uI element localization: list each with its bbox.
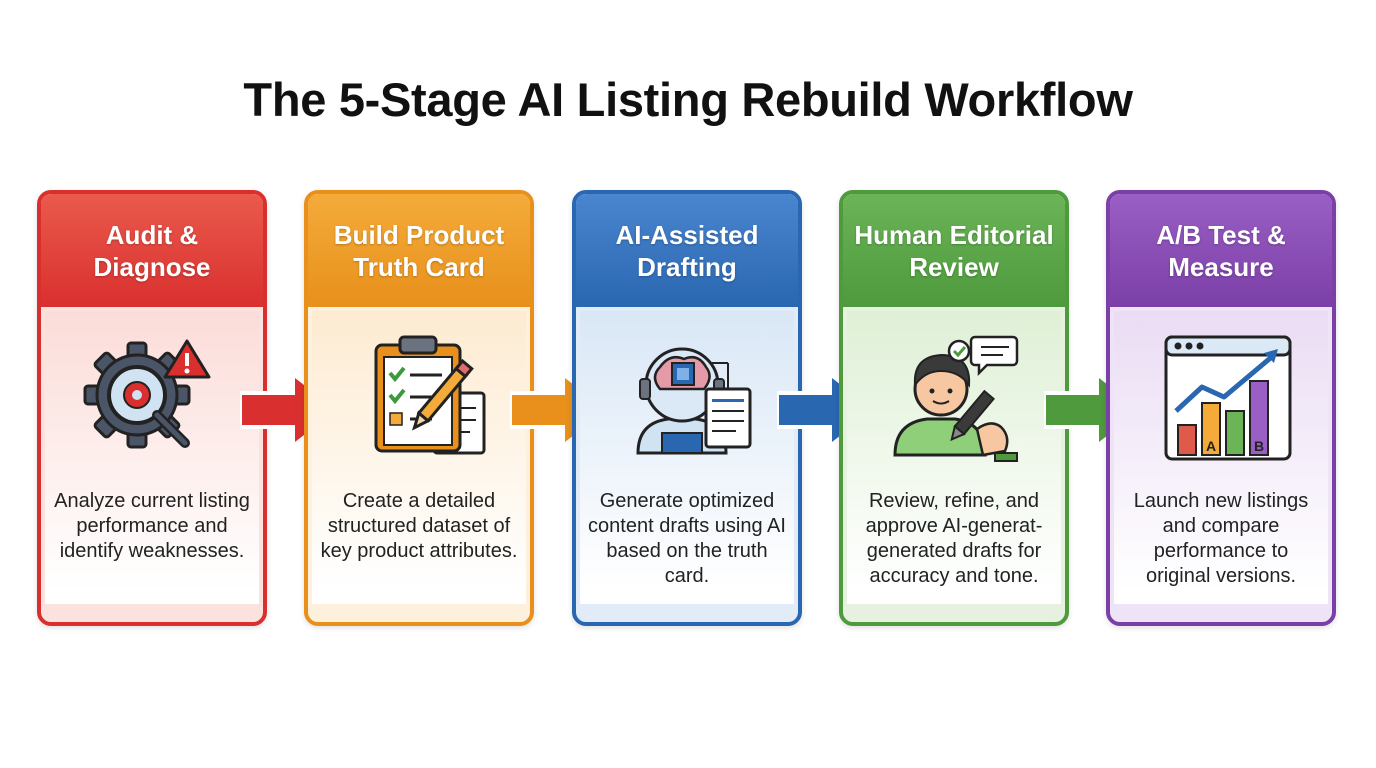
gear-magnifier-warning-icon [83,339,211,449]
stage-body: Create a detailed structured dataset of … [312,311,526,604]
person-pen-review-icon [893,335,1019,462]
bar-label-a: A [1206,438,1216,454]
stage-description: Create a detailed structured dataset of … [320,490,518,562]
stage-heading: AI-Assisted Drafting [576,194,798,307]
stage-description: Launch new listings and compare performa… [1133,490,1309,587]
stage-card-ab-test: A/B Test & Measure A B Launch new listin… [1106,190,1336,626]
stage-heading: Audit & Diagnose [41,194,263,307]
stage-card-truth-card: Build Product Truth Card Create a detail… [304,190,534,626]
stage-body: Generate optimized content drafts using … [580,311,794,604]
stage-card-audit: Audit & Diagnose [37,190,267,626]
stage-heading: A/B Test & Measure [1110,194,1332,307]
bar-label-b: B [1254,438,1264,454]
stage-card-ai-drafting: AI-Assisted Drafting Generate optimized … [572,190,802,626]
page-title: The 5-Stage AI Listing Rebuild Workflow [243,73,1133,126]
stage-body: Analyze current listing performance and … [45,311,259,604]
clipboard-checklist-icon [374,335,486,455]
stage-heading: Build Product Truth Card [308,194,530,307]
ab-test-chart-icon: A B [1164,335,1292,461]
stage-body: Review, refine, and approve AI-generat-g… [847,311,1061,604]
stage-description: Review, refine, and approve AI-generat-g… [865,490,1043,587]
stage-heading: Human Editorial Review [843,194,1065,307]
ai-robot-document-icon [636,347,752,455]
stage-description: Generate optimized content drafts using … [588,490,786,587]
stage-card-editorial-review: Human Editorial Review Review, refine, a… [839,190,1069,626]
stage-description: Analyze current listing performance and … [54,490,250,562]
stage-body: A B Launch new listings and compare perf… [1114,311,1328,604]
